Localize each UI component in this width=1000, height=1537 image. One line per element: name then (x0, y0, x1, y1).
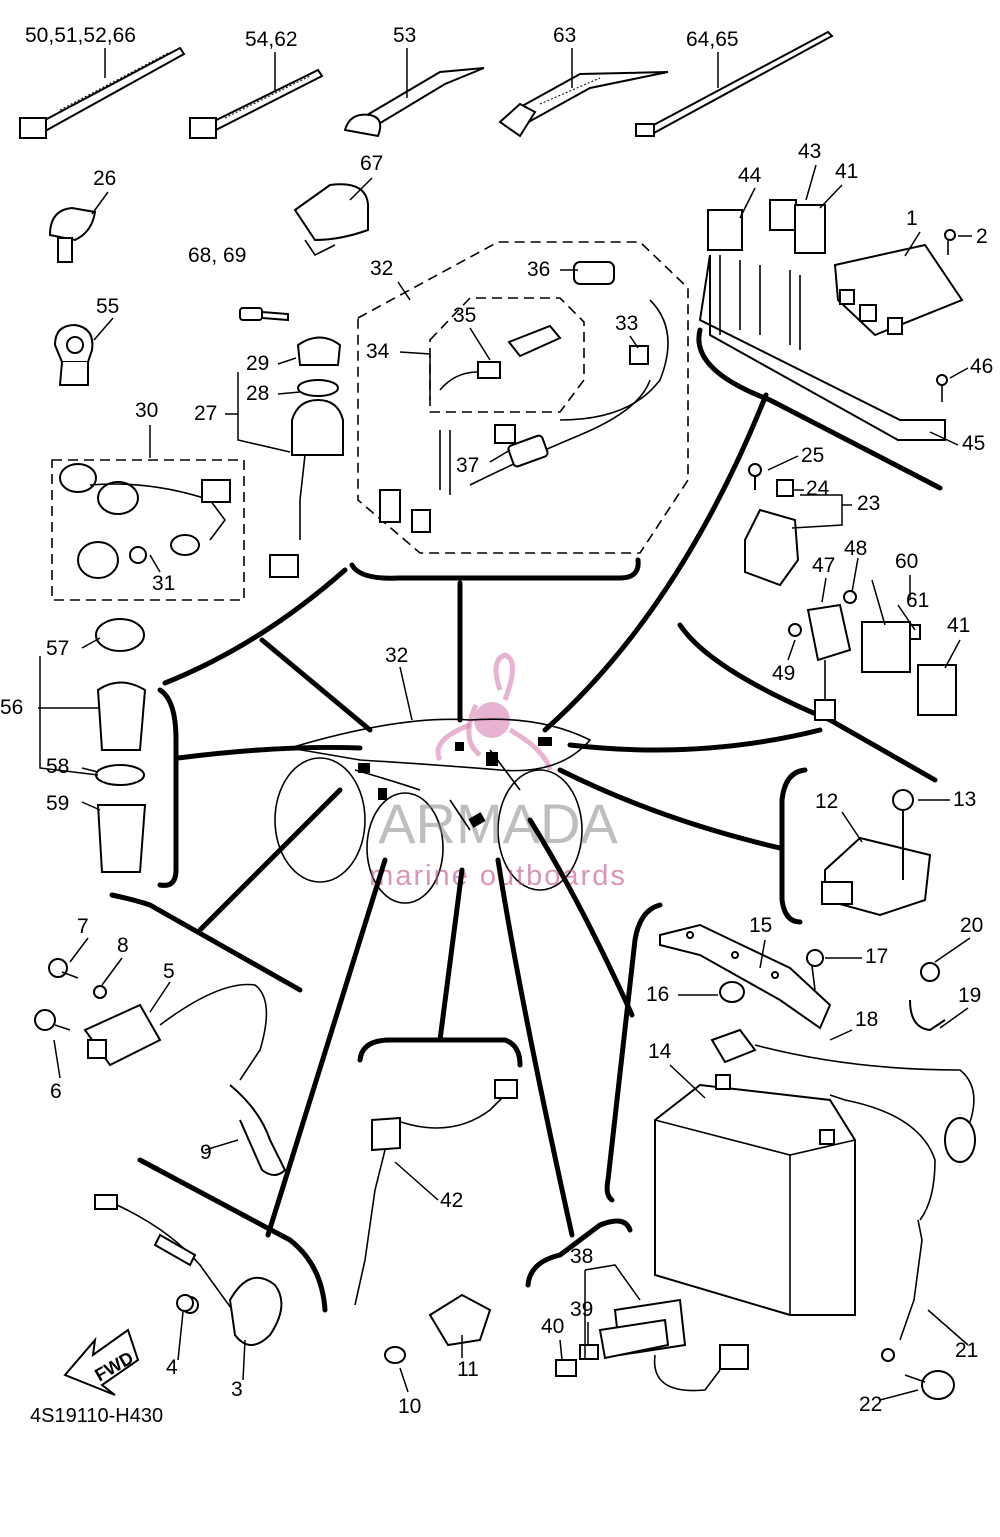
part-label: 41 (947, 614, 970, 637)
part-label: 9 (200, 1141, 212, 1164)
part-label: 26 (93, 167, 116, 190)
part-label: 45 (962, 432, 985, 455)
part-label: 59 (46, 792, 69, 815)
part-label: 53 (393, 24, 416, 47)
part-label: 22 (859, 1393, 882, 1416)
part-label: 20 (960, 914, 983, 937)
clamp-26 (48, 206, 97, 263)
pickup-coil-3 (94, 1194, 283, 1346)
part-label: 25 (801, 444, 824, 467)
part-label: 34 (366, 340, 390, 363)
part-label: 13 (953, 788, 976, 811)
part-label: 14 (648, 1040, 672, 1063)
part-label: 1 (906, 207, 918, 230)
part-label: 8 (117, 934, 129, 957)
part-label: 57 (46, 637, 69, 660)
part-label: 67 (360, 152, 383, 175)
part-label: 12 (815, 790, 838, 813)
part-label: 46 (970, 355, 993, 378)
sensor-11 (384, 1293, 492, 1364)
part-label: 49 (772, 662, 795, 685)
part-label: 7 (77, 915, 89, 938)
part-label: 55 (96, 295, 119, 318)
part-label: 29 (246, 352, 269, 375)
part-label: 54,62 (245, 28, 298, 51)
battery-cables (710, 1028, 976, 1400)
part-label: 60 (895, 550, 918, 573)
part-label: 35 (453, 304, 476, 327)
clip-55 (53, 323, 94, 386)
part-label: 30 (135, 399, 158, 422)
battery-14 (654, 1074, 856, 1316)
cable-tie-50-51-52-66 (19, 46, 186, 139)
key-68-69 (239, 307, 289, 322)
part-label: 27 (194, 402, 217, 425)
part-label: 28 (246, 382, 269, 405)
cable-tie-54-62 (189, 68, 324, 139)
part-label: 47 (812, 554, 835, 577)
part-label: 41 (835, 160, 858, 183)
part-label: 40 (541, 1315, 564, 1338)
part-label: 31 (152, 572, 175, 595)
accessory-socket-56 (95, 618, 147, 873)
part-label: 24 (806, 477, 830, 500)
part-label: 39 (570, 1298, 593, 1321)
harness-branch-lines (162, 392, 823, 1238)
control-unit-38 (555, 1298, 749, 1392)
ecu-bracket-assembly (698, 199, 964, 441)
watermark-brand: ARMADA (378, 792, 618, 855)
part-label: 19 (958, 984, 981, 1007)
part-label: 56 (0, 696, 23, 719)
battery-band-15 (659, 923, 832, 1030)
part-label: 4 (166, 1356, 178, 1379)
part-label: 32 (385, 644, 408, 667)
relay-group-47-60-41 (788, 590, 957, 721)
part-label: 61 (906, 589, 929, 612)
clamp-67 (293, 183, 370, 257)
cable-tie-63 (498, 71, 669, 138)
part-labels: 50,51,52,66 54,62 53 63 64,65 26 67 68, … (0, 24, 993, 1418)
sub-harness-32 (357, 241, 689, 554)
part-label: 2 (976, 225, 988, 248)
part-label: 32 (370, 257, 393, 280)
part-label: 42 (440, 1189, 463, 1212)
main-wire-harness (289, 718, 592, 831)
bolt-4 (176, 1294, 194, 1312)
cable-tie-64-65 (635, 30, 834, 137)
part-label: 6 (50, 1080, 62, 1103)
part-label: 44 (738, 164, 762, 187)
cable-tie-53 (343, 67, 485, 138)
part-label: 38 (570, 1245, 593, 1268)
part-label: 58 (46, 755, 69, 778)
part-label: 33 (615, 312, 638, 335)
part-label: 50,51,52,66 (25, 24, 136, 47)
part-label: 68, 69 (188, 244, 246, 267)
part-label: 5 (163, 960, 175, 983)
drawing-part-code: 4S19110-H430 (30, 1405, 163, 1427)
part-label: 10 (398, 1395, 421, 1418)
part-label: 23 (857, 492, 880, 515)
leader-lines (38, 48, 972, 1401)
part-label: 64,65 (686, 28, 739, 51)
neutral-switch-42 (354, 1079, 518, 1306)
part-label: 48 (844, 537, 867, 560)
part-label: 15 (749, 914, 772, 937)
part-label: 17 (865, 945, 888, 968)
ignition-coil-5 (34, 958, 287, 1176)
part-label: 37 (456, 454, 479, 477)
part-label: 18 (855, 1008, 878, 1031)
part-label: 16 (646, 983, 669, 1006)
starter-relay-23 (744, 463, 800, 587)
part-label: 3 (231, 1378, 243, 1401)
holder-19-20 (909, 962, 946, 1032)
part-label: 21 (955, 1339, 978, 1362)
forward-arrow-icon: FWD (63, 1328, 140, 1396)
lamp-assembly-30 (51, 459, 245, 601)
part-label: 11 (457, 1358, 479, 1381)
main-switch-27 (269, 336, 344, 578)
part-label: 36 (527, 258, 550, 281)
part-label: 63 (553, 24, 576, 47)
part-label: 43 (798, 140, 821, 163)
